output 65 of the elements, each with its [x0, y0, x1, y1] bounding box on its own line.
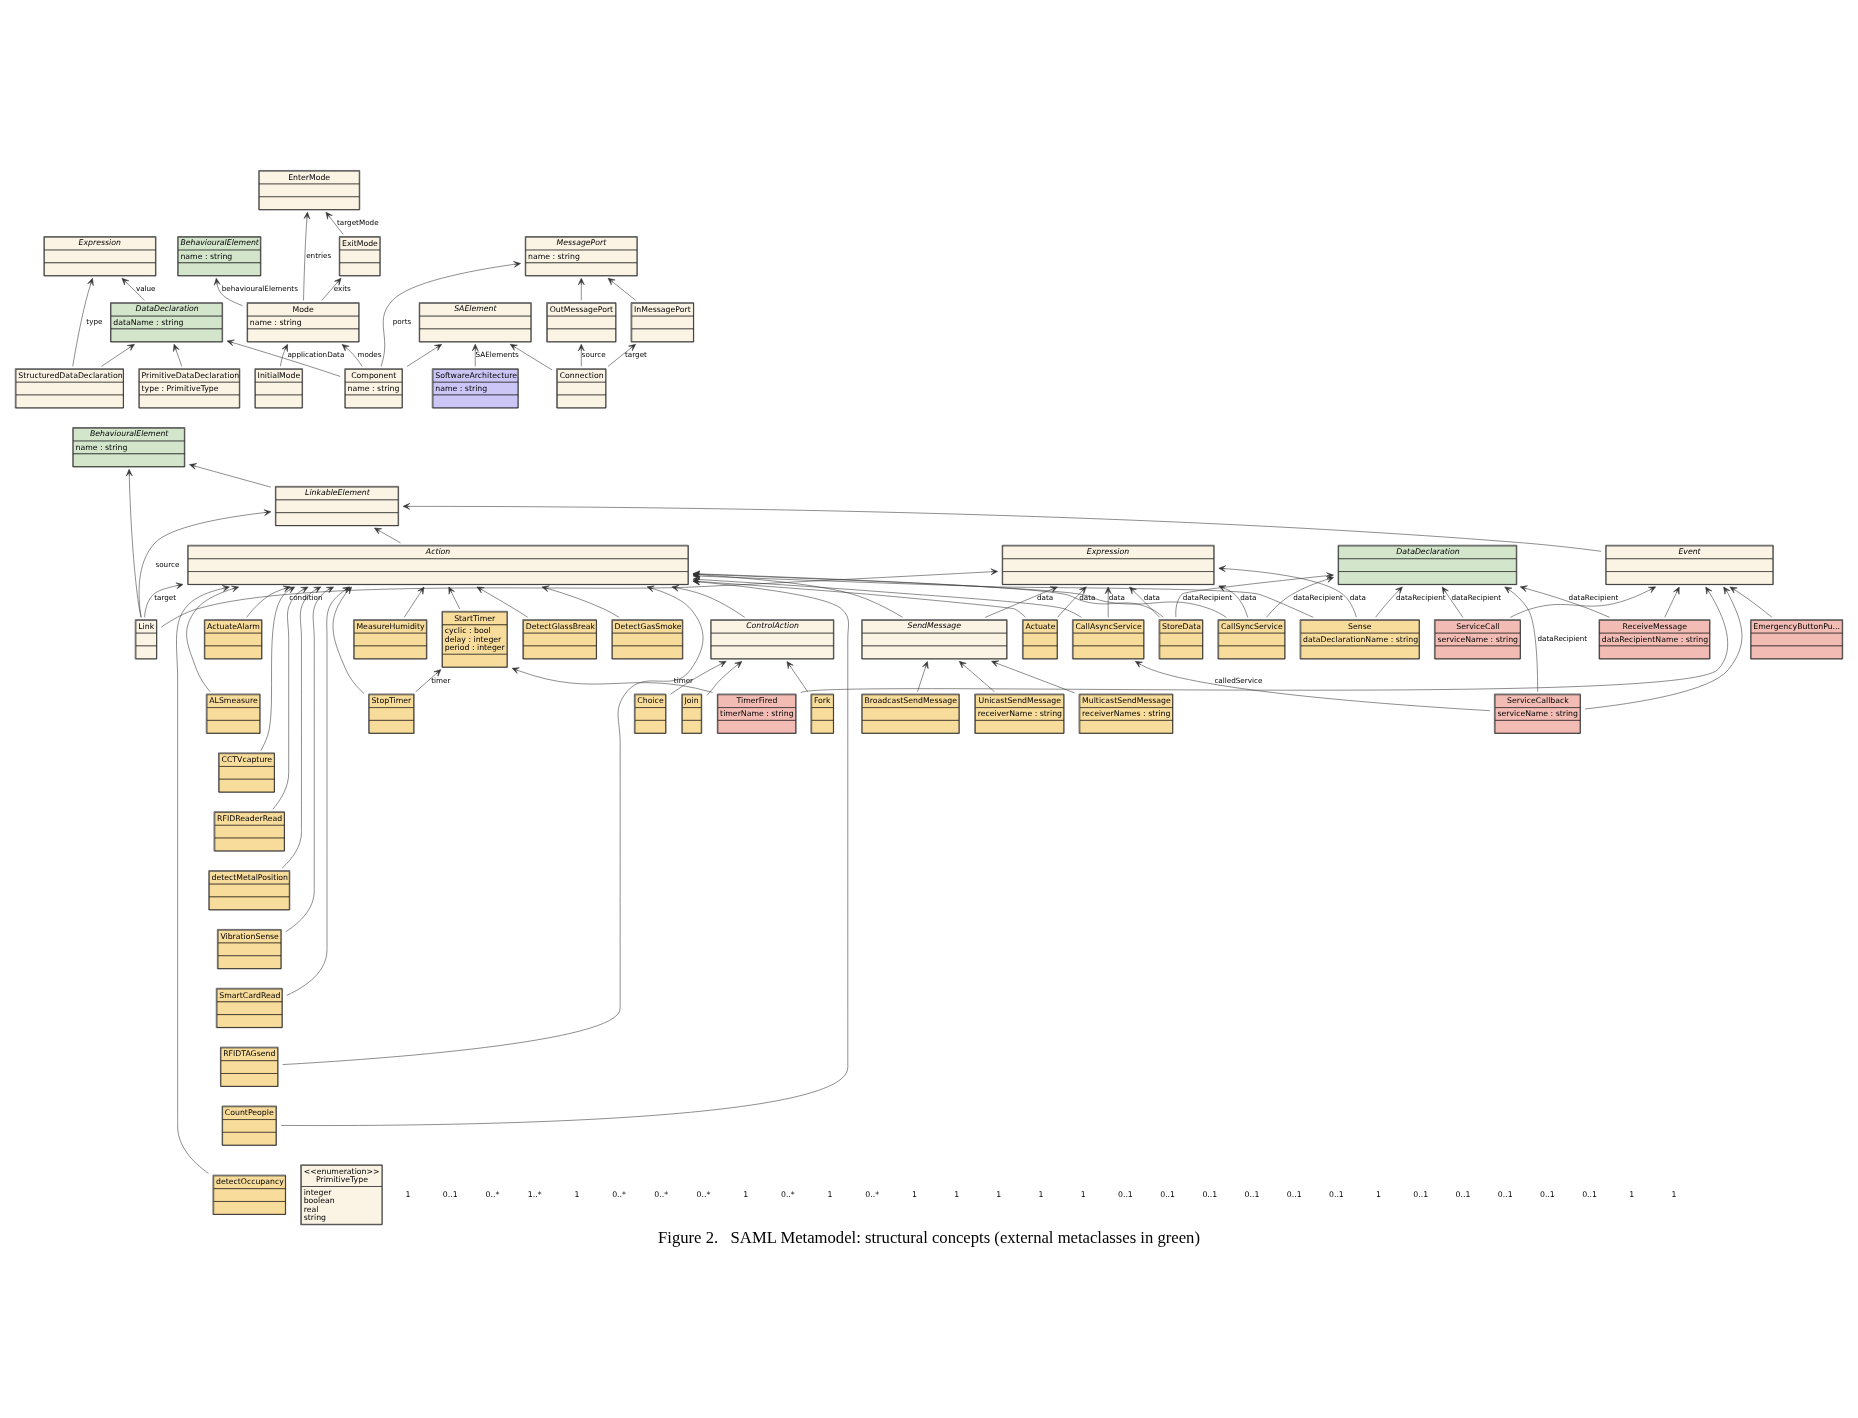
arrow [706, 661, 743, 696]
arrow [374, 527, 401, 544]
arrow [1375, 586, 1403, 618]
arrow [1266, 576, 1334, 618]
arrow [1129, 586, 1160, 618]
arrow [213, 277, 243, 306]
arrow [1175, 572, 1334, 618]
arrow [403, 586, 425, 618]
arrow [380, 261, 521, 367]
arrow [511, 667, 713, 693]
arrow [72, 278, 94, 367]
arrow [226, 339, 341, 377]
arrow [1218, 565, 1357, 618]
arrow [281, 586, 322, 869]
arrow [272, 586, 309, 810]
arrow [1729, 586, 1773, 618]
arrow [189, 463, 272, 488]
arrow [984, 586, 1058, 618]
arrow [692, 578, 1026, 618]
arrow [958, 661, 995, 693]
arrow [138, 509, 272, 618]
arrow [541, 585, 620, 618]
arrow [173, 344, 183, 367]
arrow [1104, 586, 1112, 618]
arrow [285, 586, 334, 932]
caption: Figure 2. SAML Metamodel: structural concepts (external metaclasses in green) [658, 1227, 1200, 1247]
arrow [1218, 585, 1248, 618]
arrow [341, 344, 363, 367]
arrow [917, 661, 929, 693]
arrow [471, 344, 479, 367]
arrow [1510, 586, 1656, 618]
arrow [144, 582, 184, 618]
arrow [1504, 586, 1538, 692]
arrow [692, 576, 1082, 618]
arrow [280, 344, 288, 367]
arrow [607, 277, 636, 301]
arrow [325, 211, 344, 235]
arrow [578, 277, 585, 301]
arrow [406, 344, 442, 367]
arrow [176, 585, 230, 1174]
arrow [186, 585, 239, 692]
arrow [670, 661, 727, 695]
arrow [607, 344, 636, 367]
arrow [1135, 661, 1491, 711]
arrow [415, 669, 442, 693]
arrow [991, 660, 1075, 694]
arrow [786, 661, 808, 693]
arrow [800, 586, 1728, 693]
arrow [321, 277, 342, 301]
arrow [509, 344, 553, 371]
arrow [1519, 585, 1610, 618]
arrow [303, 211, 311, 301]
arrow [578, 344, 585, 367]
arrow [448, 586, 461, 610]
arrow [1664, 586, 1680, 618]
arrow [402, 503, 1602, 552]
arrow [101, 344, 135, 367]
arrow [1584, 586, 1743, 710]
arrow [260, 586, 296, 751]
arrow [1057, 586, 1087, 618]
arrow [246, 585, 291, 618]
arrow [1441, 586, 1464, 618]
arrow [280, 578, 849, 1126]
arrow [121, 277, 145, 301]
arrow [671, 584, 746, 618]
